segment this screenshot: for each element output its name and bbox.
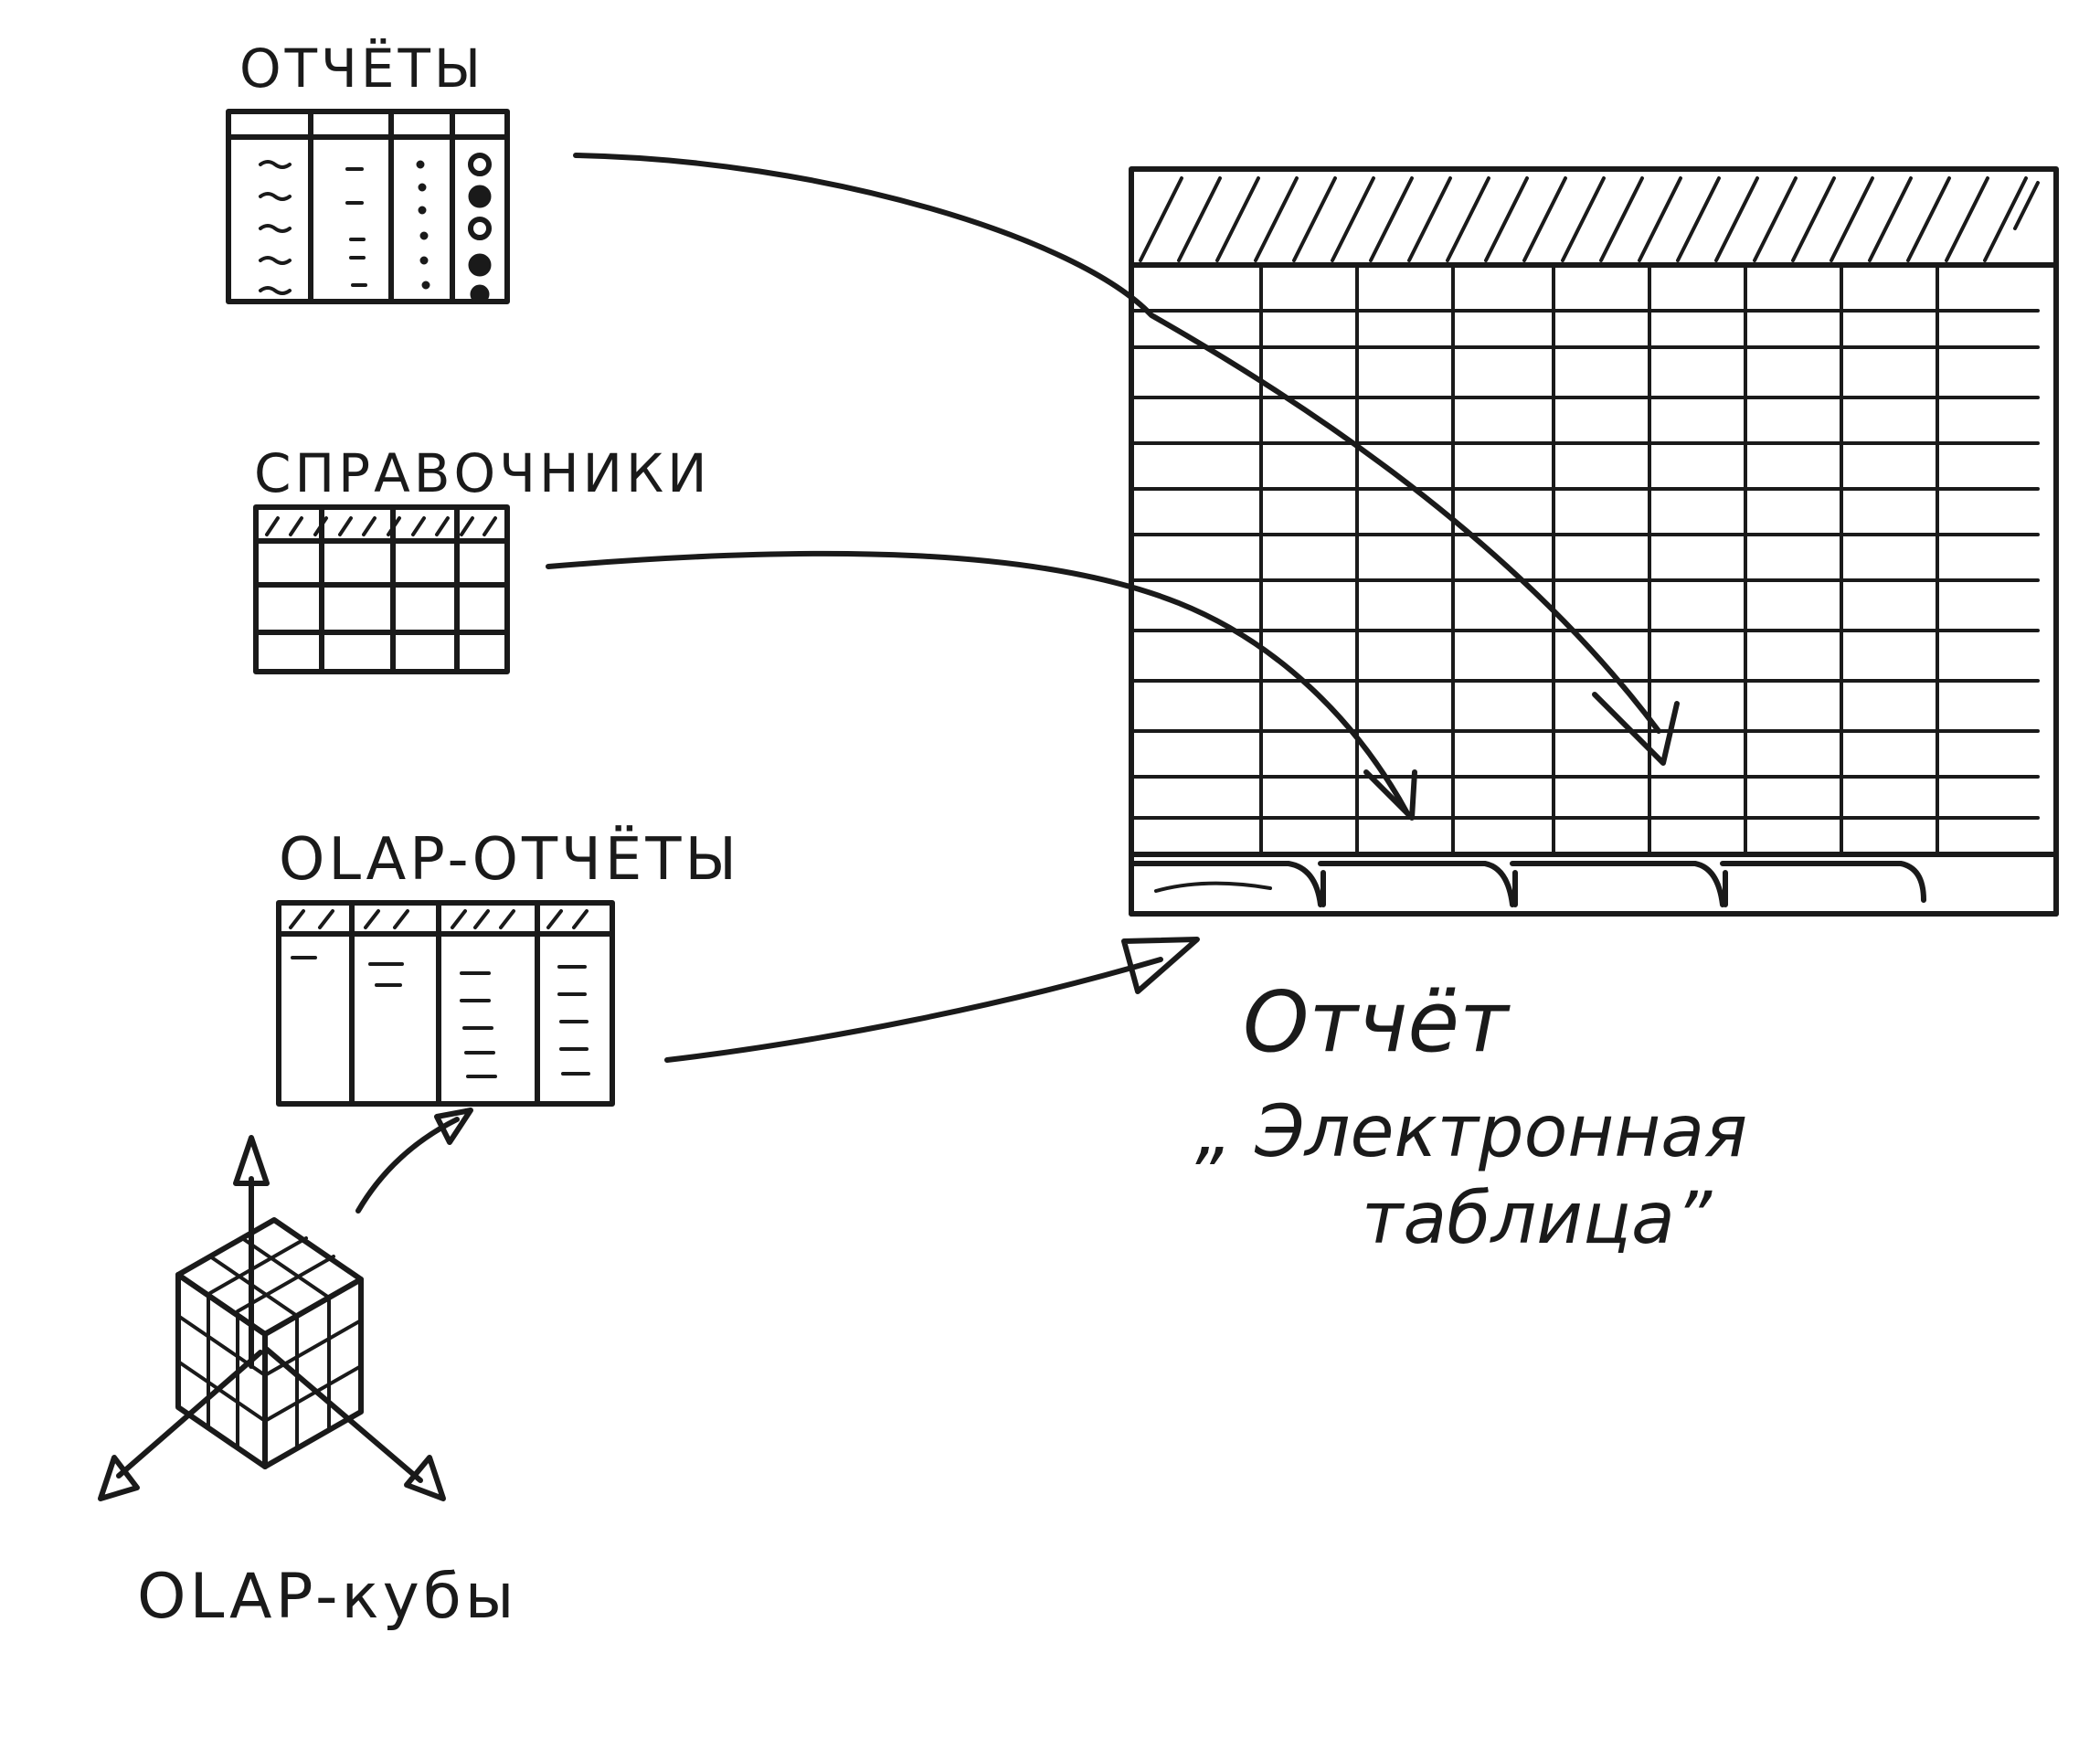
references-table-icon bbox=[253, 504, 510, 674]
olap-cubes-node: OLAP-кубы bbox=[98, 1135, 517, 1633]
olap-reports-label: OLAP-ОТЧЁТЫ bbox=[279, 825, 740, 894]
arrow-cubes-to-olap-reports bbox=[355, 1108, 473, 1214]
olap-cubes-label: OLAP-кубы bbox=[137, 1561, 517, 1633]
spreadsheet-subtitle-line2: таблица” bbox=[1362, 1178, 1713, 1260]
reports-node: ОТЧЁТЫ bbox=[226, 37, 510, 304]
olap-reports-table-icon bbox=[276, 900, 615, 1107]
references-node: СПРАВОЧНИКИ bbox=[253, 442, 711, 674]
arrow-reports-to-spreadsheet bbox=[573, 153, 1680, 766]
spreadsheet-subtitle-line1: „ Электронная bbox=[1195, 1091, 1747, 1173]
olap-cube-icon bbox=[98, 1135, 446, 1501]
reports-table-icon bbox=[226, 109, 510, 304]
arrow-olap-reports-to-spreadsheet bbox=[664, 937, 1200, 1063]
spreadsheet-report-node: Отчёт „ Электронная таблица” bbox=[1129, 166, 2059, 1260]
reports-label: ОТЧЁТЫ bbox=[239, 37, 484, 100]
spreadsheet-title: Отчёт bbox=[1243, 973, 1511, 1071]
spreadsheet-icon bbox=[1129, 166, 2059, 917]
references-label: СПРАВОЧНИКИ bbox=[254, 442, 711, 504]
arrow-references-to-spreadsheet bbox=[546, 550, 1417, 821]
olap-reports-node: OLAP-ОТЧЁТЫ bbox=[276, 825, 740, 1107]
